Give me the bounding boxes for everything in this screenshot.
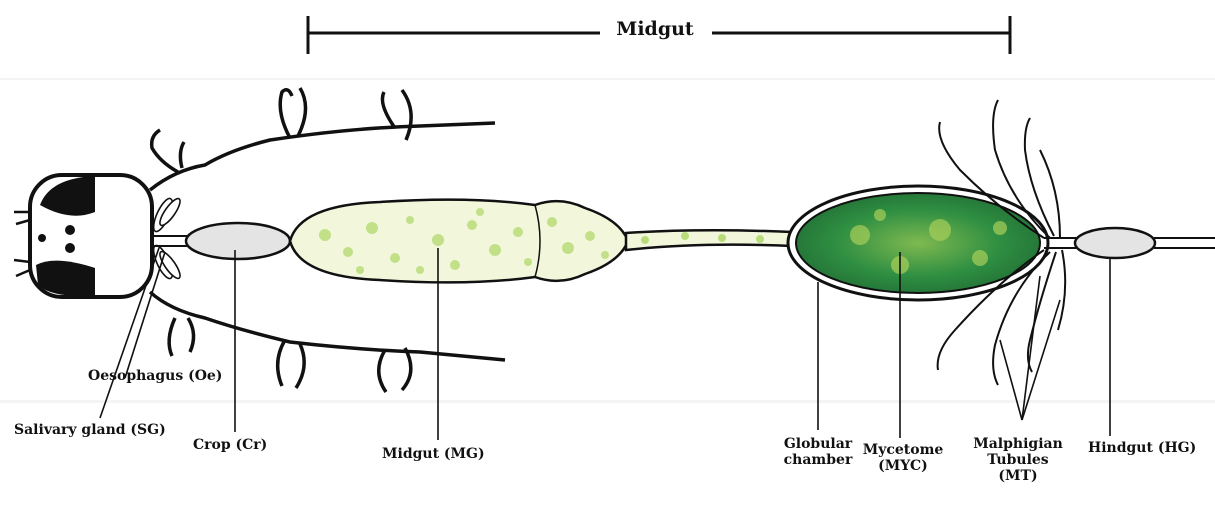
head-spot xyxy=(65,225,75,235)
label-oesophagus: Oesophagus (Oe) xyxy=(88,368,222,384)
label-globular-chamber-line2: chamber xyxy=(778,452,858,468)
head-spot xyxy=(65,243,75,253)
label-crop: Crop (Cr) xyxy=(193,437,267,453)
label-globular-chamber-line1: Globular xyxy=(778,436,858,452)
salivary-gland xyxy=(150,196,183,281)
label-malpighian-line2: Tubules xyxy=(970,452,1066,468)
label-midgut: Midgut (MG) xyxy=(382,446,485,462)
leader-malpighian-1 xyxy=(1000,340,1022,420)
label-malpighian-tubules: Malphigian Tubules (MT) xyxy=(970,436,1066,484)
label-malpighian-line1: Malphigian xyxy=(970,436,1066,452)
label-salivary-gland: Salivary gland (SG) xyxy=(14,422,166,438)
mycetome xyxy=(788,186,1048,300)
crop xyxy=(186,223,290,259)
insect-head xyxy=(30,175,152,297)
label-hindgut: Hindgut (HG) xyxy=(1088,440,1196,456)
label-mycetome: Mycetome (MYC) xyxy=(860,442,946,474)
label-mycetome-line1: Mycetome xyxy=(860,442,946,458)
midgut-sac xyxy=(290,200,628,283)
head-spot xyxy=(38,234,46,242)
leader-malpighian-2 xyxy=(1022,276,1040,420)
hindgut xyxy=(1044,228,1215,258)
label-malpighian-line3: (MT) xyxy=(970,468,1066,484)
bg-band-bottom xyxy=(0,400,1215,403)
mouthparts xyxy=(14,212,30,276)
label-mycetome-line2: (MYC) xyxy=(860,458,946,474)
bg-band-top xyxy=(0,78,1215,80)
label-globular-chamber: Globular chamber xyxy=(778,436,858,468)
oesophagus-tube xyxy=(150,236,190,246)
midgut-tube xyxy=(626,230,792,250)
midgut-bracket-label: Midgut xyxy=(600,18,710,40)
